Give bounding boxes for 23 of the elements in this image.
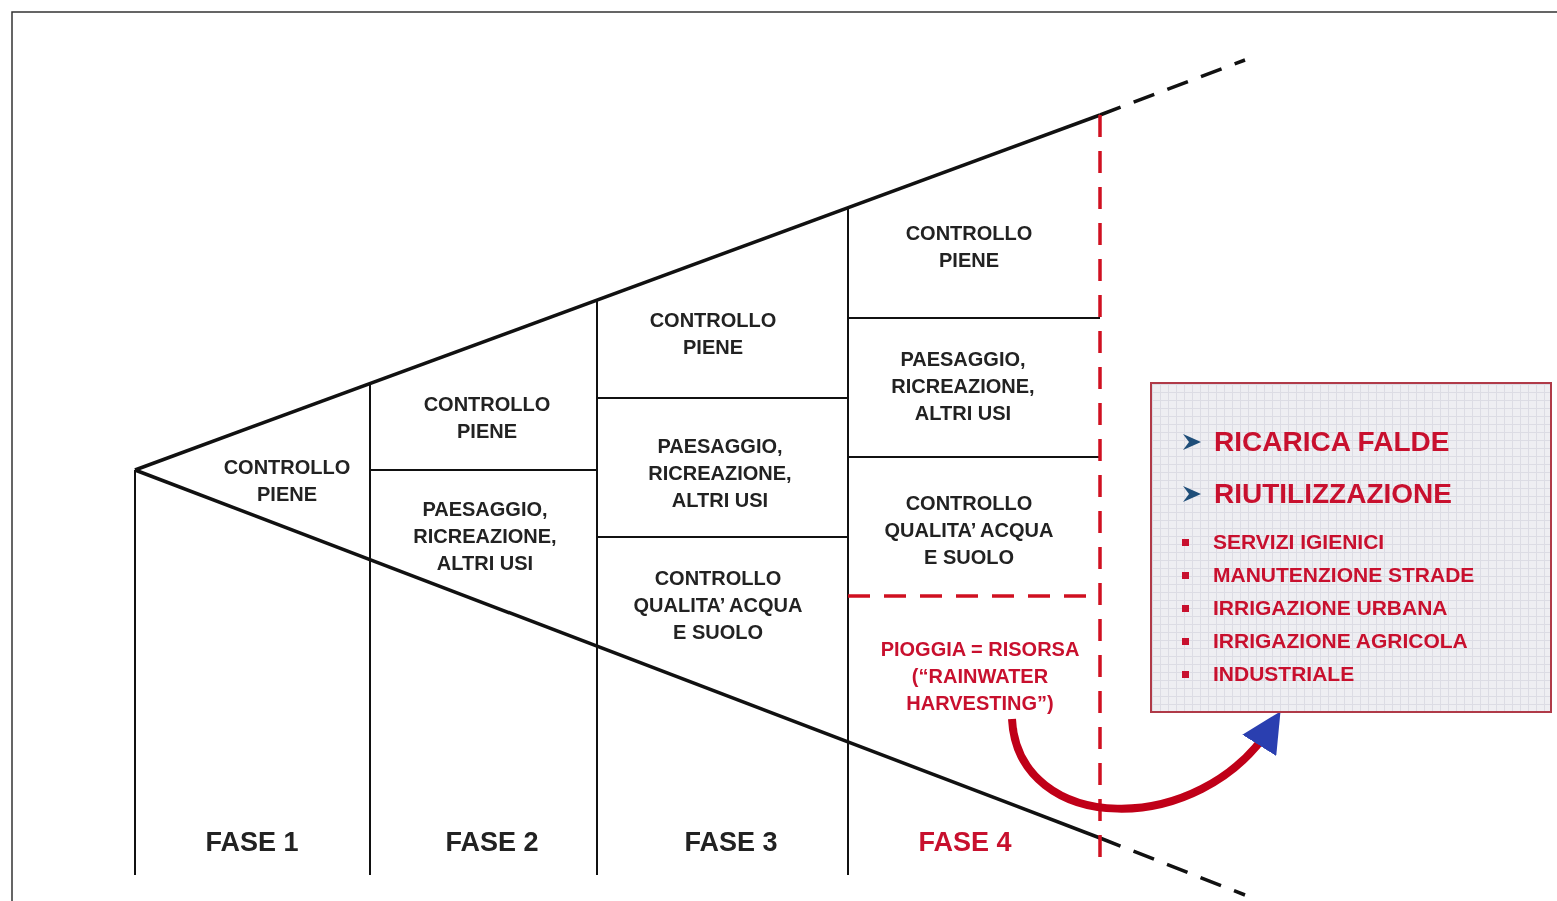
- phase-label: FASE 4: [918, 828, 1012, 856]
- list-item: IRRIGAZIONE AGRICOLA: [1213, 629, 1468, 653]
- phase-label: FASE 1: [205, 828, 299, 856]
- list-item: MANUTENZIONE STRADE: [1213, 563, 1475, 587]
- goal-label: PAESAGGIO, RICREAZIONE, ALTRI USI: [630, 432, 810, 514]
- goal-label: PAESAGGIO, RICREAZIONE, ALTRI USI: [395, 495, 575, 577]
- list-item: IRRIGAZIONE URBANA: [1213, 596, 1448, 620]
- goal-label: CONTROLLO PIENE: [889, 220, 1049, 274]
- goal-label: CONTROLLO QUALITA’ ACQUA E SUOLO: [876, 489, 1062, 571]
- goal-label: PAESAGGIO, RICREAZIONE, ALTRI USI: [873, 345, 1053, 427]
- phase-label: FASE 3: [684, 828, 778, 856]
- curved-arrow: [1008, 712, 1282, 813]
- goal-label: PIOGGIA = RISORSA (“RAINWATER HARVESTING”): [862, 635, 1098, 717]
- list-item: INDUSTRIALE: [1213, 662, 1355, 686]
- list-item: SERVIZI IGIENICI: [1213, 530, 1385, 554]
- phase-label: FASE 2: [445, 828, 539, 856]
- goal-label: CONTROLLO PIENE: [207, 454, 367, 508]
- goal-label: CONTROLLO PIENE: [633, 307, 793, 361]
- goal-label: CONTROLLO QUALITA’ ACQUA E SUOLO: [625, 564, 811, 646]
- benefits-panel: [1150, 382, 1552, 713]
- heading-text: RIUTILIZZAZIONE: [1214, 478, 1452, 510]
- goal-label: CONTROLLO PIENE: [407, 391, 567, 445]
- heading-text: RICARICA FALDE: [1214, 426, 1450, 458]
